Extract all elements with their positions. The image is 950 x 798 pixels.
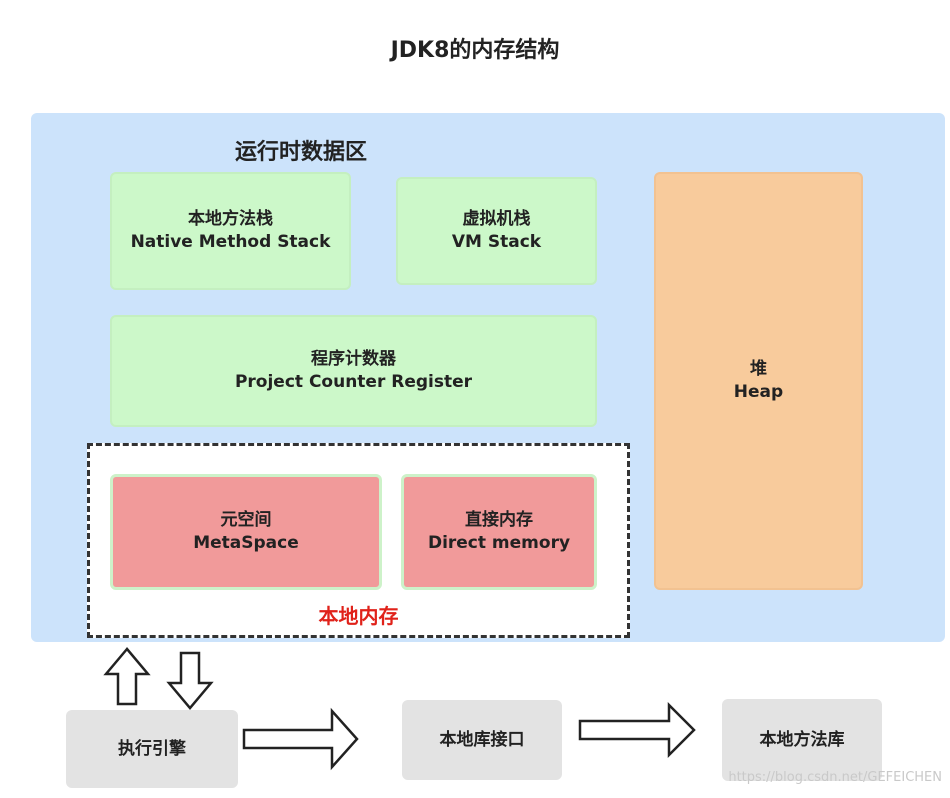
up-arrow [103, 647, 151, 706]
direct-memory-cn: 直接内存 [465, 510, 533, 530]
execution-engine-box: 执行引擎 [66, 710, 238, 788]
right-arrow-2 [578, 701, 696, 759]
native-memory-label: 本地内存 [318, 604, 399, 628]
program-counter-cn: 程序计数器 [311, 349, 396, 369]
metaspace-box: 元空间 MetaSpace [110, 474, 382, 590]
native-interface-label: 本地库接口 [439, 729, 525, 750]
down-arrow [166, 651, 214, 710]
runtime-data-area-label: 运行时数据区 [234, 140, 367, 165]
program-counter-en: Project Counter Register [234, 372, 473, 392]
execution-engine-label: 执行引擎 [118, 738, 186, 759]
direct-memory-en: Direct memory [427, 533, 571, 553]
native-method-stack-cn: 本地方法栈 [188, 209, 273, 229]
native-library-label: 本地方法库 [759, 729, 845, 750]
native-method-stack-en: Native Method Stack [130, 232, 331, 252]
heap-cn: 堆 [750, 359, 767, 379]
watermark: https://blog.csdn.net/GEFEICHEN [728, 770, 942, 785]
heap-box: 堆 Heap [654, 172, 863, 590]
native-method-stack-box: 本地方法栈 Native Method Stack [110, 172, 351, 290]
program-counter-box: 程序计数器 Project Counter Register [110, 315, 597, 427]
vm-stack-cn: 虚拟机栈 [462, 209, 531, 229]
direct-memory-box: 直接内存 Direct memory [401, 474, 597, 590]
native-library-box: 本地方法库 [722, 699, 882, 781]
heap-en: Heap [733, 382, 784, 402]
metaspace-cn: 元空间 [220, 510, 272, 530]
metaspace-en: MetaSpace [193, 533, 299, 553]
vm-stack-en: VM Stack [451, 232, 542, 252]
vm-stack-box: 虚拟机栈 VM Stack [396, 177, 597, 285]
diagram-title: JDK8的内存结构 [390, 38, 560, 63]
native-interface-box: 本地库接口 [402, 700, 562, 780]
right-arrow-1 [242, 707, 359, 771]
